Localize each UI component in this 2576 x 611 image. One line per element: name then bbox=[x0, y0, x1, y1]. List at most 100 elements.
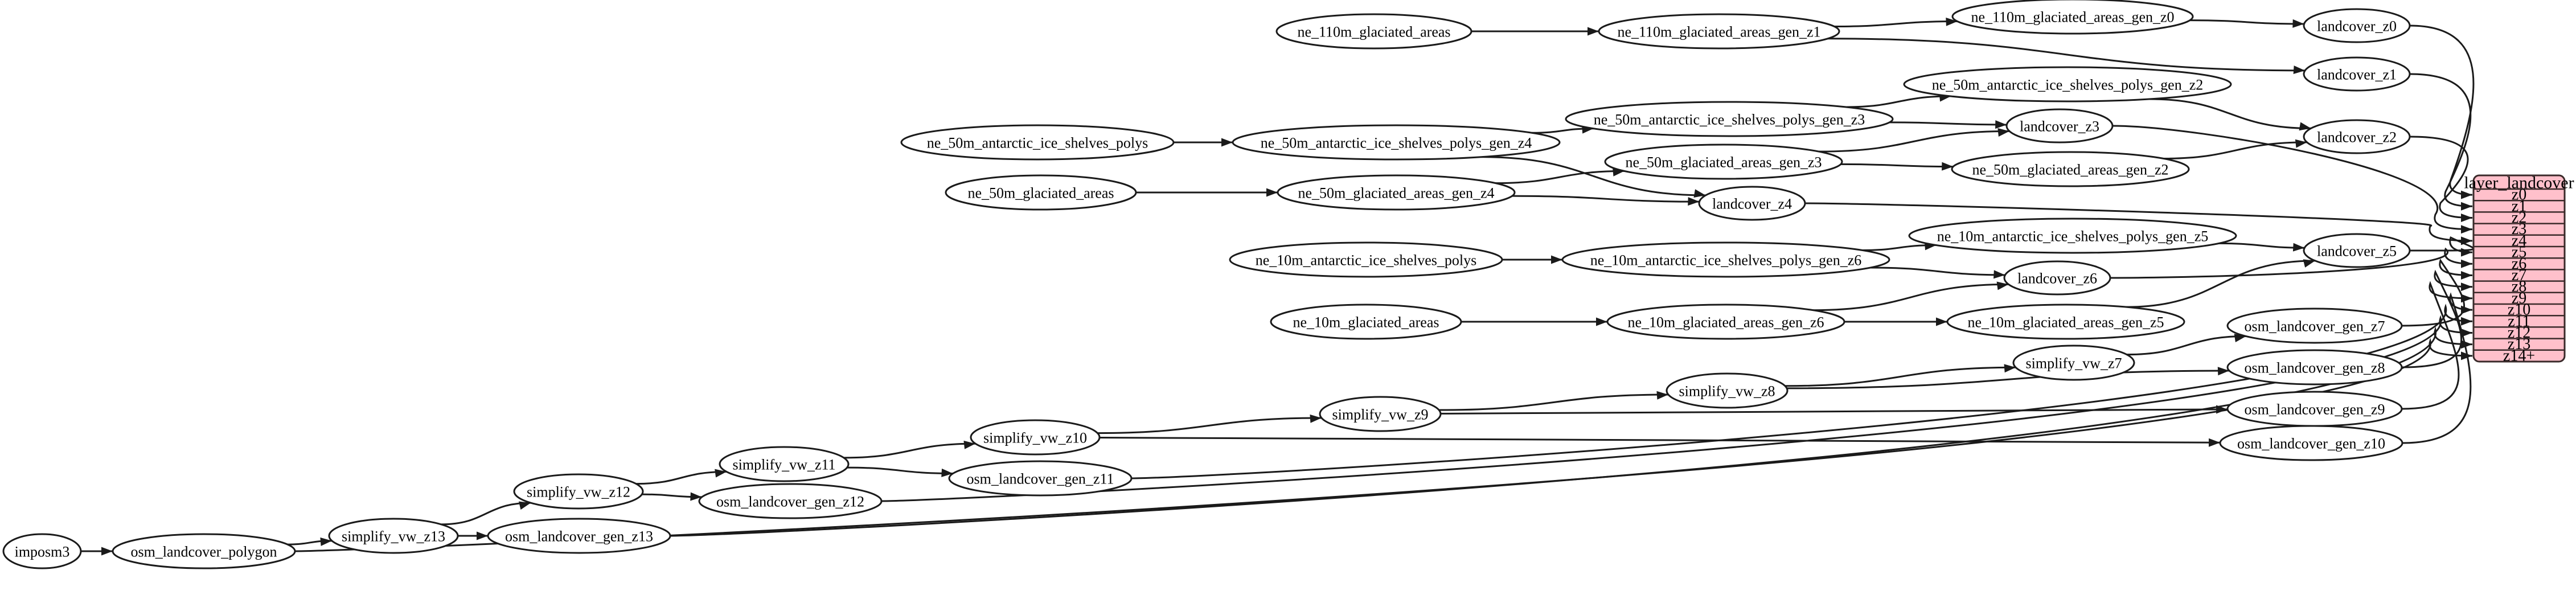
node-osm_landcover_gen_z13[interactable]: osm_landcover_gen_z13 bbox=[487, 518, 671, 554]
edge-arrowhead bbox=[1221, 138, 1233, 147]
edge-osm_landcover_gen_z9-to-layer_landcover-z9 bbox=[2401, 281, 2473, 410]
edge-arrowhead bbox=[1596, 317, 1607, 326]
node-ne_110m_glaciated_areas_gen_z1[interactable]: ne_110m_glaciated_areas_gen_z1 bbox=[1598, 13, 1840, 50]
node-ne_50m_antarctic_ice_shelves_polys_gen_z4[interactable]: ne_50m_antarctic_ice_shelves_polys_gen_z… bbox=[1232, 124, 1561, 161]
edge-path bbox=[1097, 417, 1322, 434]
node-simplify_vw_z11[interactable]: simplify_vw_z11 bbox=[719, 446, 850, 482]
edge-path bbox=[2409, 136, 2473, 219]
node-label: ne_110m_glaciated_areas_gen_z1 bbox=[1617, 24, 1820, 40]
edge-arrowhead bbox=[1946, 17, 1958, 26]
node-ne_50m_glaciated_areas_gen_z3[interactable]: ne_50m_glaciated_areas_gen_z3 bbox=[1604, 143, 1843, 180]
node-landcover_z5[interactable]: landcover_z5 bbox=[2303, 233, 2411, 268]
edge-path bbox=[1439, 393, 1668, 411]
edge-arrowhead bbox=[2461, 340, 2472, 349]
edge-path bbox=[1440, 408, 2228, 415]
node-landcover_z2[interactable]: landcover_z2 bbox=[2303, 119, 2411, 154]
edge-landcover_z6-to-layer_landcover-z6 bbox=[2110, 247, 2473, 279]
node-ne_50m_antarctic_ice_shelves_polys_gen_z3[interactable]: ne_50m_antarctic_ice_shelves_polys_gen_z… bbox=[1565, 101, 1894, 137]
edge-simplify_vw_z11-to-simplify_vw_z10 bbox=[843, 440, 976, 459]
edge-ne_10m_antarctic_ice_shelves_polys-to-ne_10m_antarctic_ice_shelves_polys_gen_z6 bbox=[1502, 255, 1562, 264]
node-ne_50m_antarctic_ice_shelves_polys[interactable]: ne_50m_antarctic_ice_shelves_polys bbox=[900, 124, 1175, 161]
node-osm_landcover_gen_z8[interactable]: osm_landcover_gen_z8 bbox=[2226, 349, 2403, 386]
node-ellipse bbox=[2012, 345, 2135, 381]
node-ellipse bbox=[487, 518, 671, 554]
node-landcover_z4[interactable]: landcover_z4 bbox=[1698, 186, 1806, 221]
node-landcover_z0[interactable]: landcover_z0 bbox=[2303, 8, 2411, 43]
node-ellipse bbox=[112, 533, 296, 569]
node-ne_50m_antarctic_ice_shelves_polys_gen_z2[interactable]: ne_50m_antarctic_ice_shelves_polys_gen_z… bbox=[1903, 66, 2232, 102]
node-simplify_vw_z13[interactable]: simplify_vw_z13 bbox=[328, 518, 459, 554]
node-ne_110m_glaciated_areas_gen_z0[interactable]: ne_110m_glaciated_areas_gen_z0 bbox=[1951, 0, 2194, 35]
node-osm_landcover_gen_z9[interactable]: osm_landcover_gen_z9 bbox=[2226, 391, 2403, 427]
edge-ne_50m_antarctic_ice_shelves_polys-to-ne_50m_antarctic_ice_shelves_polys_gen_z4 bbox=[1173, 138, 1233, 147]
node-label: landcover_z6 bbox=[2017, 270, 2097, 287]
node-simplify_vw_z9[interactable]: simplify_vw_z9 bbox=[1319, 396, 1442, 432]
node-ellipse bbox=[2303, 8, 2411, 43]
edge-path bbox=[2112, 125, 2473, 231]
node-ellipse bbox=[970, 419, 1101, 456]
node-ellipse bbox=[1561, 241, 1890, 278]
node-label: ne_50m_antarctic_ice_shelves_polys_gen_z… bbox=[1932, 77, 2204, 93]
node-ne_50m_glaciated_areas[interactable]: ne_50m_glaciated_areas bbox=[945, 174, 1137, 211]
edge-arrowhead bbox=[2217, 367, 2230, 376]
node-ellipse bbox=[1946, 304, 2185, 340]
node-label: ne_50m_antarctic_ice_shelves_polys bbox=[927, 135, 1148, 151]
edge-osm_landcover_gen_z11-to-layer_landcover-z11 bbox=[1131, 304, 2473, 479]
edge-path bbox=[1786, 370, 2230, 389]
node-label: osm_landcover_polygon bbox=[130, 544, 277, 560]
node-osm_landcover_gen_z7[interactable]: osm_landcover_gen_z7 bbox=[2226, 307, 2403, 344]
node-osm_landcover_gen_z12[interactable]: osm_landcover_gen_z12 bbox=[698, 483, 883, 519]
node-ellipse bbox=[2303, 56, 2411, 92]
node-landcover_z1[interactable]: landcover_z1 bbox=[2303, 56, 2411, 92]
edge-path bbox=[1889, 121, 2007, 126]
edge-path bbox=[2149, 98, 2311, 129]
edge-path bbox=[1813, 283, 2009, 311]
node-label: osm_landcover_gen_z10 bbox=[2237, 436, 2385, 452]
node-imposm3[interactable]: imposm3 bbox=[2, 533, 82, 569]
node-simplify_vw_z8[interactable]: simplify_vw_z8 bbox=[1666, 372, 1789, 409]
node-landcover_z6[interactable]: landcover_z6 bbox=[2003, 260, 2111, 296]
edge-ne_110m_glaciated_areas_gen_z0-to-landcover_z0 bbox=[2189, 19, 2304, 28]
node-ne_10m_antarctic_ice_shelves_polys[interactable]: ne_10m_antarctic_ice_shelves_polys bbox=[1229, 241, 1503, 278]
node-ellipse bbox=[1275, 13, 1472, 50]
node-landcover_z3[interactable]: landcover_z3 bbox=[2005, 108, 2114, 143]
node-simplify_vw_z12[interactable]: simplify_vw_z12 bbox=[513, 473, 644, 510]
node-ne_10m_glaciated_areas_gen_z6[interactable]: ne_10m_glaciated_areas_gen_z6 bbox=[1606, 304, 1845, 340]
node-ne_50m_glaciated_areas_gen_z4[interactable]: ne_50m_glaciated_areas_gen_z4 bbox=[1277, 174, 1516, 211]
node-ellipse bbox=[2005, 108, 2114, 143]
node-ne_10m_glaciated_areas[interactable]: ne_10m_glaciated_areas bbox=[1270, 304, 1462, 340]
edge-arrowhead bbox=[2461, 282, 2472, 292]
node-simplify_vw_z10[interactable]: simplify_vw_z10 bbox=[970, 419, 1101, 456]
edge-ne_110m_glaciated_areas_gen_z1-to-landcover_z1 bbox=[1827, 38, 2306, 75]
edge-simplify_vw_z13-to-osm_landcover_gen_z13 bbox=[458, 531, 488, 540]
edge-path bbox=[1495, 170, 1625, 184]
edge-arrowhead bbox=[1588, 27, 1599, 36]
node-ne_10m_antarctic_ice_shelves_polys_gen_z5[interactable]: ne_10m_antarctic_ice_shelves_polys_gen_z… bbox=[1908, 218, 2237, 254]
node-ellipse bbox=[900, 124, 1175, 161]
node-ne_10m_glaciated_areas_gen_z5[interactable]: ne_10m_glaciated_areas_gen_z5 bbox=[1946, 304, 2185, 340]
node-label: ne_10m_glaciated_areas_gen_z6 bbox=[1627, 314, 1824, 331]
node-ne_10m_antarctic_ice_shelves_polys_gen_z6[interactable]: ne_10m_antarctic_ice_shelves_polys_gen_z… bbox=[1561, 241, 1890, 278]
node-ne_110m_glaciated_areas[interactable]: ne_110m_glaciated_areas bbox=[1275, 13, 1472, 50]
edge-arrowhead bbox=[1942, 162, 1954, 171]
node-simplify_vw_z7[interactable]: simplify_vw_z7 bbox=[2012, 345, 2135, 381]
edge-arrowhead bbox=[2461, 214, 2472, 222]
edge-path bbox=[1845, 95, 1951, 108]
edge-arrowhead bbox=[2299, 122, 2311, 131]
edge-osm_landcover_polygon-to-layer_landcover-z14+ bbox=[294, 338, 2473, 552]
edge-ne_10m_glaciated_areas_gen_z6-to-ne_10m_glaciated_areas_gen_z5 bbox=[1844, 317, 1947, 326]
node-label: ne_50m_glaciated_areas bbox=[968, 185, 1114, 202]
edge-simplify_vw_z13-to-simplify_vw_z12 bbox=[441, 501, 531, 526]
node-ellipse bbox=[1604, 143, 1843, 180]
edge-arrowhead bbox=[2292, 243, 2305, 252]
edge-simplify_vw_z9-to-osm_landcover_gen_z9 bbox=[1440, 405, 2228, 415]
table-row-z14+[interactable]: z14+ bbox=[2503, 347, 2535, 364]
node-label: landcover_z5 bbox=[2317, 243, 2397, 260]
node-ne_50m_glaciated_areas_gen_z2[interactable]: ne_50m_glaciated_areas_gen_z2 bbox=[1951, 151, 2190, 187]
edge-ne_50m_glaciated_areas_gen_z3-to-landcover_z3 bbox=[1819, 128, 2010, 153]
node-label: simplify_vw_z8 bbox=[1679, 383, 1775, 400]
node-osm_landcover_gen_z10[interactable]: osm_landcover_gen_z10 bbox=[2219, 425, 2403, 461]
edge-arrowhead bbox=[2461, 259, 2472, 268]
node-osm_landcover_polygon[interactable]: osm_landcover_polygon bbox=[112, 533, 296, 569]
node-osm_landcover_gen_z11[interactable]: osm_landcover_gen_z11 bbox=[948, 460, 1133, 497]
